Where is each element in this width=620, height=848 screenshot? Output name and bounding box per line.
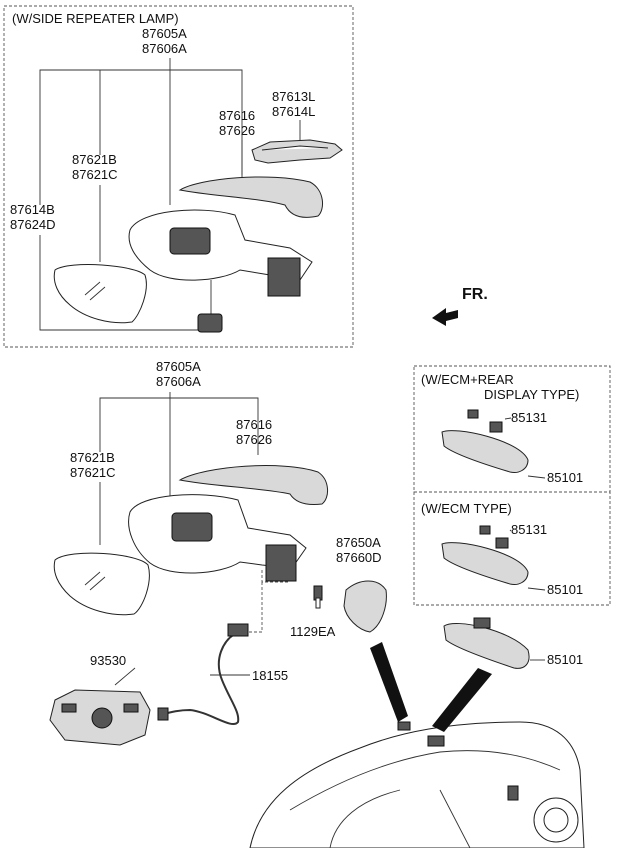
mid-mirror-assy-label-2: 87606A bbox=[156, 374, 201, 389]
top-leader-lines bbox=[39, 58, 301, 331]
top-mirror-cap bbox=[178, 176, 323, 218]
top-mirror-glass bbox=[53, 264, 147, 324]
pointer-arrows bbox=[370, 642, 492, 732]
mid-leader-lines bbox=[99, 392, 290, 686]
fr-label: FR. bbox=[462, 286, 488, 303]
ecm-rear-mirror-label: 85101 bbox=[547, 470, 583, 485]
top-glass-label-2: 87621C bbox=[72, 167, 118, 182]
top-repeater-label-2: 87624D bbox=[10, 217, 56, 232]
ecm-title: (W/ECM TYPE) bbox=[421, 501, 512, 516]
mid-mirror-cap bbox=[178, 465, 328, 505]
top-repeater-cover bbox=[251, 139, 343, 164]
ecm-rear-title-2: DISPLAY TYPE) bbox=[484, 387, 579, 402]
top-glass-label-1: 87621B bbox=[72, 152, 117, 167]
mid-mirror-assy-label-1: 87605A bbox=[156, 359, 201, 374]
bare-mirror-label: 85101 bbox=[547, 652, 583, 667]
top-repeater-label-1: 87614B bbox=[10, 202, 55, 217]
ecm-type-box bbox=[413, 491, 611, 606]
mid-cap-label-1: 87616 bbox=[236, 417, 272, 432]
mid-bolt bbox=[313, 585, 323, 609]
car-outline bbox=[249, 721, 585, 848]
mid-glass-label-1: 87621B bbox=[70, 450, 115, 465]
top-cover-label-2: 87614L bbox=[272, 104, 315, 119]
ecm-rear-mirror bbox=[441, 409, 546, 479]
mid-cap-label-2: 87626 bbox=[236, 432, 272, 447]
mid-cover-label-2: 87660D bbox=[336, 550, 382, 565]
top-cap-label-2: 87626 bbox=[219, 123, 255, 138]
top-mirror-housing bbox=[128, 209, 313, 297]
harness-label: 18155 bbox=[252, 668, 288, 683]
bare-rearview-mirror bbox=[443, 617, 545, 669]
mid-glass-label-2: 87621C bbox=[70, 465, 116, 480]
top-mirror-assy-label-2: 87606A bbox=[142, 41, 187, 56]
mid-bolt-label: 1129EA bbox=[290, 624, 336, 639]
top-repeater-lamp bbox=[197, 313, 223, 333]
ecm-sensor-label: 85131 bbox=[511, 522, 547, 537]
wiring-harness bbox=[157, 623, 249, 725]
side-repeater-title: (W/SIDE REPEATER LAMP) bbox=[12, 11, 179, 26]
mid-mirror-glass bbox=[53, 552, 150, 616]
fr-arrow-icon bbox=[432, 308, 458, 326]
ecm-mirror bbox=[441, 525, 546, 591]
mid-cover-label-1: 87650A bbox=[336, 535, 381, 550]
ecm-rear-title-1: (W/ECM+REAR bbox=[421, 372, 514, 387]
side-repeater-panel bbox=[3, 5, 354, 348]
mirror-switch bbox=[49, 689, 151, 746]
switch-label: 93530 bbox=[90, 653, 126, 668]
mid-cover-part bbox=[343, 580, 387, 633]
ecm-mirror-label: 85101 bbox=[547, 582, 583, 597]
mid-mirror-housing bbox=[128, 494, 307, 582]
top-cap-label-1: 87616 bbox=[219, 108, 255, 123]
top-cover-label-1: 87613L bbox=[272, 89, 315, 104]
ecm-rear-sensor-label: 85131 bbox=[511, 410, 547, 425]
top-mirror-assy-label-1: 87605A bbox=[142, 26, 187, 41]
